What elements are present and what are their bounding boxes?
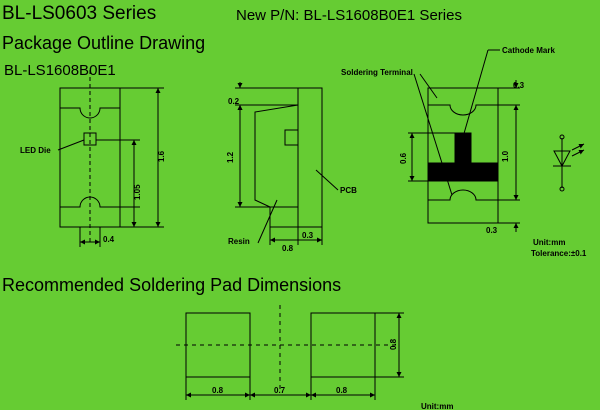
cathode-leader-1 bbox=[462, 49, 489, 138]
unit-label: Unit:mm bbox=[533, 238, 565, 247]
back-top-terminal bbox=[427, 87, 499, 116]
pcb-label: PCB bbox=[340, 186, 357, 195]
resin-leader bbox=[257, 199, 278, 244]
pad-drawing bbox=[176, 305, 404, 400]
unit-bottom-label: Unit:mm bbox=[421, 402, 453, 410]
terminal-leader-2 bbox=[419, 73, 438, 99]
tolerance-label: Tolerance:±0.1 bbox=[531, 249, 587, 258]
dim-side-height-text: 1.2 bbox=[226, 151, 235, 163]
dim-back-top-text: 0.3 bbox=[513, 81, 525, 90]
pcb-leader bbox=[315, 169, 339, 191]
soldering-terminal-label: Soldering Terminal bbox=[341, 68, 413, 77]
new-part-number: New P/N: BL-LS1608B0E1 Series bbox=[236, 7, 462, 24]
terminal-leader-1 bbox=[413, 73, 453, 196]
led-triangle bbox=[553, 150, 571, 168]
dim-front-height-text: 1.6 bbox=[157, 150, 166, 162]
dim-pad-left-text: 0.8 bbox=[212, 386, 224, 395]
part-label: BL-LS1608B0E1 bbox=[4, 62, 116, 79]
dim-side-width-text: 0.8 bbox=[282, 244, 294, 253]
outline-title: Package Outline Drawing bbox=[2, 33, 206, 53]
front-top-terminal bbox=[59, 87, 121, 119]
cathode-mark-stem bbox=[454, 132, 472, 164]
dim-back-mid-text: 0.6 bbox=[399, 152, 408, 164]
led-die-label: LED Die bbox=[20, 146, 51, 155]
front-view bbox=[57, 70, 164, 247]
dim-side-pcb-text: 0.3 bbox=[302, 231, 314, 240]
front-bottom-terminal bbox=[59, 196, 121, 228]
pad-right bbox=[310, 312, 376, 378]
dim-side-top-text: 0.2 bbox=[228, 97, 240, 106]
series-title: BL-LS0603 Series bbox=[2, 3, 157, 24]
resin-label: Resin bbox=[228, 237, 250, 246]
side-die bbox=[284, 129, 299, 146]
dim-pad-right-text: 0.8 bbox=[336, 386, 348, 395]
dim-front-inner-text: 1.05 bbox=[133, 184, 142, 200]
led-die-leader bbox=[57, 139, 85, 151]
cathode-mark-bar bbox=[427, 162, 499, 182]
side-view bbox=[235, 82, 339, 245]
dim-pad-gap-text: 0.7 bbox=[274, 386, 286, 395]
side-resin bbox=[254, 104, 299, 208]
dim-back-bottom-text: 0.3 bbox=[486, 226, 498, 235]
led-symbol bbox=[553, 134, 585, 192]
cathode-mark-label: Cathode Mark bbox=[502, 46, 555, 55]
dim-pad-height-text: 0.8 bbox=[389, 338, 398, 350]
back-view bbox=[408, 49, 520, 232]
dim-front-width-text: 0.4 bbox=[103, 235, 115, 244]
pads-title: Recommended Soldering Pad Dimensions bbox=[2, 275, 342, 295]
dim-back-height-text: 1.0 bbox=[501, 150, 510, 162]
side-pcb bbox=[297, 87, 323, 228]
back-bottom-terminal bbox=[427, 189, 499, 224]
